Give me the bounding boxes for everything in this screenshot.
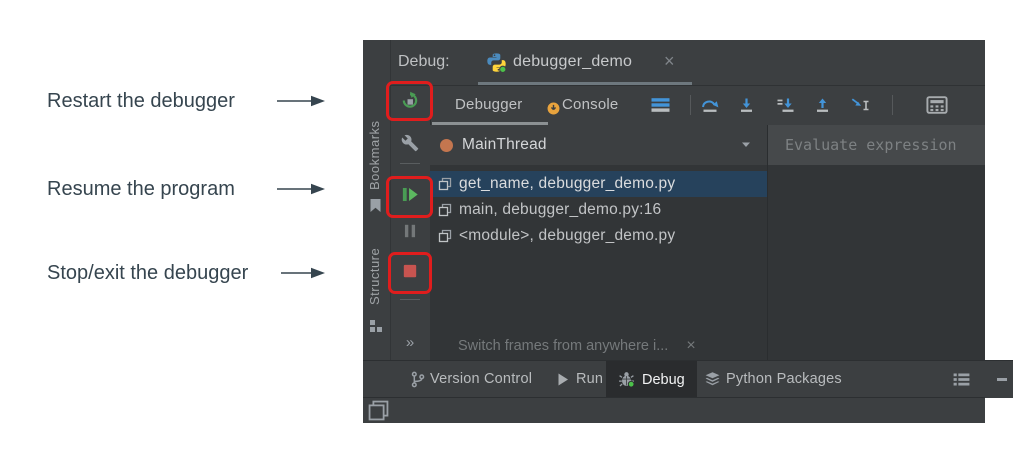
git-branch-icon: [411, 371, 425, 388]
packages-layers-icon: [705, 372, 720, 386]
annotation-resume: Resume the program: [47, 177, 325, 201]
tab-debugger[interactable]: Debugger: [455, 96, 523, 113]
settings-wrench-icon[interactable]: [401, 134, 419, 152]
pause-program-icon[interactable]: [401, 222, 419, 240]
debugger-action-strip: »: [390, 85, 431, 360]
frame-row[interactable]: get_name, debugger_demo.py: [430, 171, 767, 197]
evaluate-expression-input[interactable]: [768, 135, 985, 155]
annotation-restart-label: Restart the debugger: [47, 89, 235, 112]
chevron-down-icon: [742, 142, 750, 147]
step-over-icon[interactable]: [700, 97, 721, 113]
arrow-right-icon: [281, 267, 325, 279]
annotation-resume-label: Resume the program: [47, 177, 235, 200]
debug-tool-window: Bookmarks Structure Debug: debugger_demo…: [363, 40, 1013, 423]
evaluate-expression-calculator-icon[interactable]: [926, 96, 948, 114]
statusbar-debug-label: Debug: [642, 371, 685, 388]
bookmark-icon: [370, 199, 381, 212]
arrow-right-icon: [277, 95, 325, 107]
stack-frame-icon: [438, 177, 452, 191]
sidebar-item-structure[interactable]: Structure: [367, 247, 382, 305]
clipped-statusbar-item: [997, 378, 1007, 381]
statusbar-item-debug[interactable]: Debug: [606, 361, 697, 398]
resume-program-icon[interactable]: [401, 185, 420, 204]
annotation-stop-label: Stop/exit the debugger: [47, 261, 249, 284]
tab-console[interactable]: Console: [562, 96, 619, 113]
statusbar-item-version-control[interactable]: Version Control: [430, 371, 533, 387]
callout-box-stop: [388, 252, 432, 294]
thread-name: MainThread: [462, 136, 547, 153]
debug-header: Debug: debugger_demo ×: [390, 40, 985, 86]
frame-row[interactable]: <module>, debugger_demo.py: [430, 223, 767, 249]
variables-panel: [768, 125, 985, 360]
step-out-icon[interactable]: [814, 97, 831, 113]
todo-list-icon[interactable]: [952, 371, 971, 388]
run-config-tab[interactable]: debugger_demo: [513, 53, 633, 70]
statusbar-item-python-packages[interactable]: Python Packages: [726, 371, 842, 387]
threads-view-menu-icon[interactable]: [650, 97, 671, 113]
debugger-toolbar: Debugger Console: [430, 85, 985, 125]
evaluate-expression-box: [768, 125, 985, 165]
callout-box-resume: [386, 176, 433, 218]
separator: [892, 95, 893, 115]
separator: [400, 163, 420, 164]
frames-panel: MainThread get_name, debugger_demo.py ma…: [430, 125, 767, 360]
structure-icon: [370, 320, 382, 332]
stack-frame-icon: [438, 229, 452, 243]
restart-debugger-icon[interactable]: [401, 91, 420, 110]
step-into-icon[interactable]: [738, 97, 755, 113]
run-play-icon: [558, 373, 568, 386]
python-icon: [487, 53, 507, 73]
bottom-strip: [363, 397, 985, 423]
thread-selector[interactable]: MainThread: [430, 125, 767, 165]
callout-box-restart: [386, 81, 433, 121]
debug-bug-icon: [619, 372, 635, 388]
restore-windows-icon[interactable]: [367, 399, 390, 422]
force-step-into-icon[interactable]: [776, 97, 795, 113]
frame-label: main, debugger_demo.py:16: [459, 201, 662, 218]
separator: [400, 299, 420, 300]
debug-header-label: Debug:: [398, 53, 450, 70]
tool-window-switcher-bar: Version Control Run Debug Python Package…: [363, 360, 1013, 398]
debugger-tab-underline: [432, 122, 548, 125]
close-icon[interactable]: ×: [664, 51, 675, 71]
annotation-stop: Stop/exit the debugger: [47, 261, 325, 285]
selected-tab-underline: [478, 82, 692, 85]
frame-label: get_name, debugger_demo.py: [459, 175, 676, 192]
close-icon[interactable]: ×: [686, 337, 696, 354]
arrow-right-icon: [277, 183, 325, 195]
stop-debugger-icon[interactable]: [401, 262, 419, 280]
frames-hint: Switch frames from anywhere i... ×: [430, 333, 767, 359]
frame-row[interactable]: main, debugger_demo.py:16: [430, 197, 767, 223]
run-to-cursor-icon[interactable]: [850, 97, 871, 113]
thread-status-dot: [440, 138, 453, 152]
panel-divider[interactable]: [767, 125, 768, 360]
annotation-restart: Restart the debugger: [47, 89, 325, 113]
sidebar-item-bookmarks[interactable]: Bookmarks: [367, 120, 382, 190]
frames-list: get_name, debugger_demo.py main, debugge…: [430, 165, 767, 249]
stack-frame-icon: [438, 203, 452, 217]
more-actions-chevron[interactable]: »: [405, 334, 415, 351]
separator: [690, 95, 691, 115]
frame-label: <module>, debugger_demo.py: [459, 227, 676, 244]
statusbar-item-run[interactable]: Run: [576, 371, 604, 387]
console-output-icon: [547, 102, 560, 115]
frames-hint-text: Switch frames from anywhere i...: [458, 338, 669, 354]
